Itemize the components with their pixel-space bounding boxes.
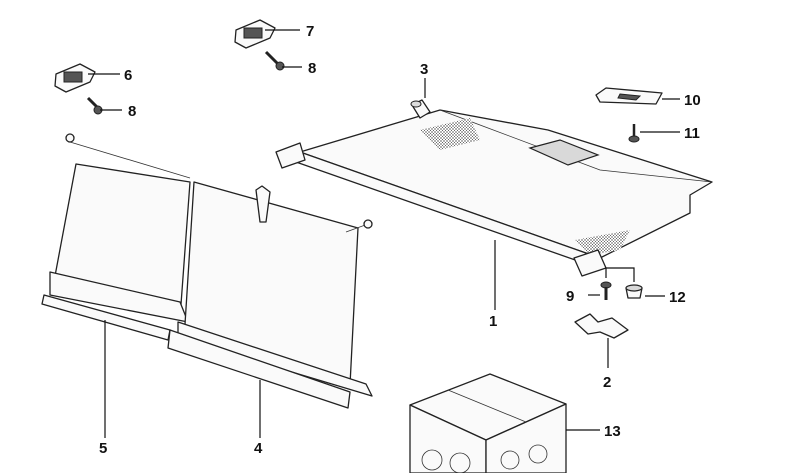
callout-10: 10 xyxy=(684,92,701,109)
partition-net-part-5 xyxy=(41,133,191,341)
luggage-cover-part-1 xyxy=(275,109,713,277)
cap-part-12 xyxy=(625,284,643,299)
callout-5: 5 xyxy=(99,440,107,457)
callout-1: 1 xyxy=(489,313,497,330)
callout-6: 6 xyxy=(124,67,132,84)
callout-4: 4 xyxy=(254,440,263,457)
clip-part-10 xyxy=(595,87,663,105)
screw-part-8-lower xyxy=(86,96,103,115)
bracket-part-7 xyxy=(234,19,276,49)
screw-part-8-upper xyxy=(264,50,285,71)
callout-11: 11 xyxy=(684,125,700,142)
callout-13: 13 xyxy=(604,423,621,440)
box-part-13 xyxy=(409,373,567,473)
screw-part-11 xyxy=(628,124,640,143)
bracket-part-2 xyxy=(574,313,629,339)
leader-lines xyxy=(88,29,680,438)
callout-3: 3 xyxy=(420,61,428,78)
callout-12: 12 xyxy=(669,289,686,306)
callout-2: 2 xyxy=(603,374,611,391)
bolt-part-9 xyxy=(600,281,612,300)
bracket-part-6 xyxy=(54,63,96,93)
callout-8-upper: 8 xyxy=(308,60,316,77)
callout-9: 9 xyxy=(566,288,574,305)
sleeve-part-3 xyxy=(410,99,431,119)
partition-net-part-4 xyxy=(167,181,373,409)
callout-7: 7 xyxy=(306,23,314,40)
callout-8-lower: 8 xyxy=(128,103,136,120)
